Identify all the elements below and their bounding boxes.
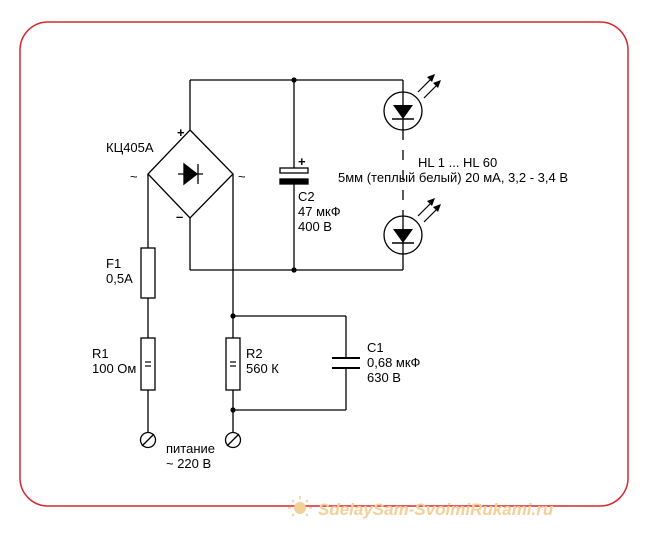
diode-bridge xyxy=(147,129,234,219)
supply-voltage-label: ~ 220 В xyxy=(166,456,211,471)
capacitor-c2 xyxy=(279,167,309,185)
led-icon xyxy=(383,198,441,258)
f1-value-label: 0,5А xyxy=(106,271,133,286)
led-icon xyxy=(383,74,441,131)
sun-logo-icon xyxy=(288,496,312,517)
junctions xyxy=(230,77,297,413)
resistor-r2 xyxy=(225,337,241,391)
bridge-minus-label: – xyxy=(176,209,183,224)
bridge-ac-right-label: ~ xyxy=(238,169,246,184)
fuse-f1 xyxy=(140,247,156,299)
terminal-icon xyxy=(139,431,157,449)
r1-name-label: R1 xyxy=(92,346,109,361)
r1-value-label: 100 Ом xyxy=(92,361,136,376)
c2-voltage-label: 400 В xyxy=(298,219,332,234)
bridge-name-label: КЦ405А xyxy=(106,140,154,155)
led-range-label: HL 1 ... HL 60 xyxy=(418,155,497,170)
bridge-ac-left-label: ~ xyxy=(130,169,138,184)
watermark: SdelaySam-SvoimiRukami.ru xyxy=(288,496,554,519)
r2-name-label: R2 xyxy=(246,346,263,361)
f1-name-label: F1 xyxy=(106,256,121,271)
c2-value-label: 47 мкФ xyxy=(298,204,341,219)
bridge-plus-label: + xyxy=(177,125,185,140)
diode-icon xyxy=(178,162,203,186)
supply-label: питание xyxy=(166,441,215,456)
r2-value-label: 560 К xyxy=(246,361,279,376)
capacitor-c1 xyxy=(332,357,360,369)
wires xyxy=(147,79,404,432)
led-spec-label: 5мм (теплый белый) 20 мА, 3,2 - 3,4 В xyxy=(338,170,568,185)
terminal-icon xyxy=(224,431,242,449)
c1-voltage-label: 630 В xyxy=(367,370,401,385)
diagram-frame xyxy=(19,21,629,507)
watermark-text: SdelaySam-SvoimiRukami.ru xyxy=(318,500,554,519)
resistor-r1 xyxy=(140,337,156,391)
c1-value-label: 0,68 мкФ xyxy=(367,355,421,370)
c2-name-label: C2 xyxy=(298,189,315,204)
c2-plus-label: + xyxy=(298,154,306,169)
c1-name-label: C1 xyxy=(367,340,384,355)
